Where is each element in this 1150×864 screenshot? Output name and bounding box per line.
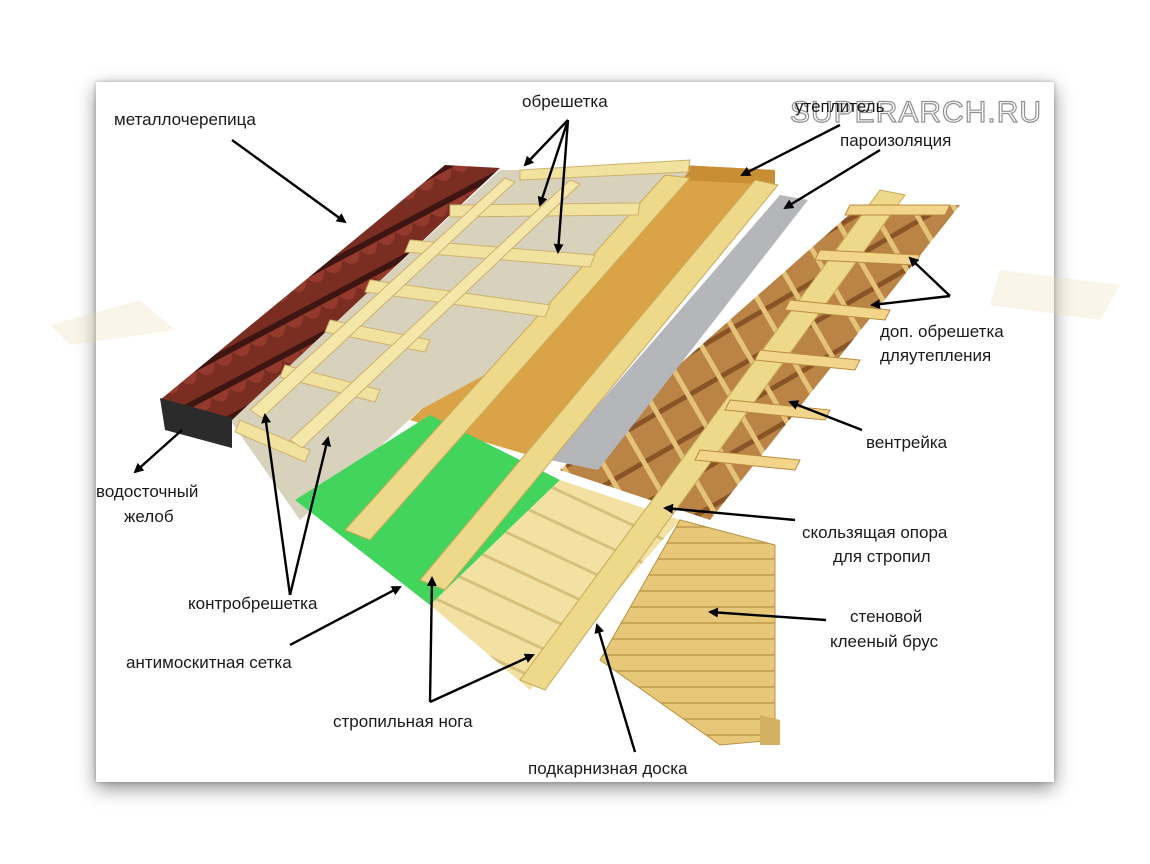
label-insulation: утеплитель (795, 97, 885, 116)
label-vapor-barrier: пароизоляция (840, 131, 951, 150)
label-metal-tile: металлочерепица (114, 110, 256, 129)
label-extra-battens-line1: доп. обрешетка (880, 322, 1004, 341)
gable-wall (599, 519, 780, 746)
label-rafter: стропильная нога (333, 712, 473, 731)
background-reflection (50, 270, 1120, 345)
label-insect-mesh: антимоскитная сетка (126, 653, 292, 672)
label-sliding-support-line1: скользящая опора (802, 523, 948, 542)
labels: металлочерепица обрешетка утеплитель пар… (96, 92, 1004, 778)
rafters (344, 174, 906, 691)
counter-battens (249, 177, 581, 449)
insect-mesh-layer (295, 415, 560, 605)
metal-tiles (160, 165, 500, 448)
label-eave-board: подкарнизная доска (528, 759, 688, 778)
label-extra-battens-line2: дляутепления (880, 346, 991, 365)
label-battens: обрешетка (522, 92, 608, 111)
vapor-barrier-layer (550, 195, 808, 470)
leader-arrows (133, 119, 951, 753)
label-gutter-line2: желоб (124, 507, 174, 526)
eave-soffit (430, 480, 680, 690)
label-counter-battens: контробрешетка (188, 594, 318, 613)
label-wall-beam-line1: стеновой (850, 607, 922, 626)
watermark: SUPERARCH.RU (790, 96, 1042, 129)
label-vent-strip: вентрейка (866, 433, 948, 452)
label-sliding-support-line2: для стропил (833, 547, 931, 566)
label-wall-beam-line2: клееный брус (830, 632, 939, 651)
label-gutter-line1: водосточный (96, 482, 198, 501)
extra-battens (694, 204, 951, 471)
